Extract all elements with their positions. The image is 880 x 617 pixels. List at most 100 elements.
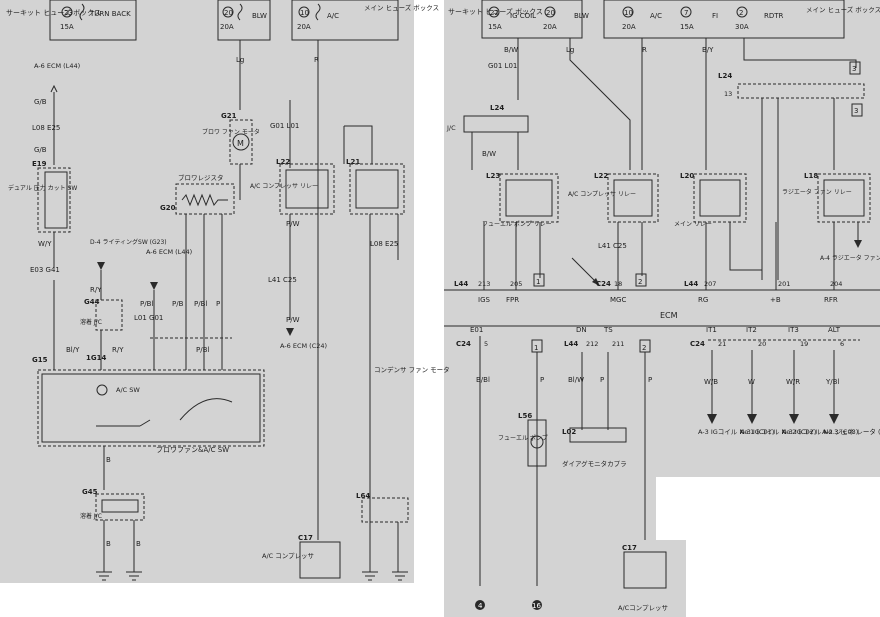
compressor-label-right: A/Cコンプレッサ <box>618 604 668 612</box>
svg-text:M: M <box>237 139 244 148</box>
ref-a6-l44-b: A-6 ECM (L44) <box>146 248 192 256</box>
ecm-bar: L44 213 205 C24 18 L44 207 201 204 IGS F… <box>444 280 880 327</box>
svg-text:Lg: Lg <box>236 56 244 64</box>
relay-l20 <box>693 173 747 223</box>
relay-l22-right <box>607 173 659 223</box>
conn-l44-bottom: L44 <box>564 340 578 348</box>
svg-text:B: B <box>106 540 111 548</box>
conn-e03-g41: E03 G41 <box>30 266 60 274</box>
ref-d4-g23: D-4 ライティングSW (G23) <box>90 238 167 246</box>
svg-text:P: P <box>600 376 604 384</box>
svg-text:G/B: G/B <box>34 98 47 106</box>
conn-g45: G45 <box>82 488 98 496</box>
right-relays: L23 フューエル ポンプ リレー L22 A/C コンプレッサ リレー L20… <box>482 172 871 228</box>
svg-text:21: 21 <box>718 340 726 348</box>
svg-text:212: 212 <box>586 340 598 348</box>
relay-l18-id: L18 <box>804 172 818 180</box>
right-l24-jc: L24 J/C B/W <box>446 104 529 170</box>
fuse-7-no: 7 <box>684 9 688 17</box>
blower-ac-switch: A/C SW ブロワファン&A/C SW B <box>37 369 265 490</box>
svg-text:Bl/W: Bl/W <box>568 376 584 384</box>
fuse-23-name: TURN BACK <box>89 10 131 18</box>
diag-id: L02 <box>562 428 576 436</box>
fuse-10-no: 10 <box>300 9 309 17</box>
dual-sw-label: デュアル 圧力 カット SW <box>8 184 77 192</box>
svg-text:R: R <box>314 56 319 64</box>
conn-l41-c25: L41 C25 <box>268 276 297 284</box>
svg-text:R/Y: R/Y <box>112 346 124 354</box>
fuse-20-no: 20 <box>224 9 233 17</box>
conn-g14: 1G14 <box>86 354 106 362</box>
svg-text:213: 213 <box>478 280 490 288</box>
conn-g15: G15 <box>32 356 48 364</box>
box-ref-1-top: 1 <box>536 278 540 286</box>
blower-motor-label: ブロワ ファン モータ <box>202 128 260 136</box>
left-page <box>0 0 414 583</box>
relay-l20-id: L20 <box>680 172 694 180</box>
fuse-20r-name: BLW <box>574 12 589 20</box>
svg-text:P/Bl: P/Bl <box>194 300 207 308</box>
fuse-10r-amp: 20A <box>622 23 636 31</box>
svg-text:201: 201 <box>778 280 790 288</box>
svg-text:20: 20 <box>758 340 766 348</box>
svg-text:13: 13 <box>724 90 732 98</box>
ground-16: 16 <box>532 602 541 610</box>
right-fuse-box: サーキット ヒューズ ボックス 22 15A IG COIL 20 20A BL… <box>448 0 880 39</box>
fuse-10r-name: A/C <box>650 12 662 20</box>
fuse-2-amp: 30A <box>735 23 749 31</box>
relay-l18-name: ラジエータ ファン リレー <box>782 188 852 196</box>
output-wire-1: W/B <box>704 378 718 386</box>
relay-l21 <box>349 163 405 215</box>
relay-l23-id: L23 <box>486 172 500 180</box>
output-ref-2: A-3 IGコイル No.2 (C02) <box>740 428 816 436</box>
fuse-2-no: 2 <box>739 9 743 17</box>
left-grounds: G45 溶着 J/C B B <box>80 488 145 581</box>
svg-text:R/Y: R/Y <box>90 286 102 294</box>
svg-text:P/Bl: P/Bl <box>140 300 153 308</box>
fuse-20r-amp: 20A <box>543 23 557 31</box>
ecm-it1: IT1 <box>706 326 717 334</box>
svg-text:P: P <box>648 376 652 384</box>
svg-text:B: B <box>136 540 141 548</box>
fuse-23-amp: 15A <box>60 23 74 31</box>
svg-text:19: 19 <box>800 340 808 348</box>
box-ref-2-top: 2 <box>638 278 642 286</box>
conn-l44-top-b: L44 <box>684 280 698 288</box>
fuse-10r-no: 10 <box>624 9 633 17</box>
conn-c17-right: C17 <box>622 544 637 552</box>
svg-text:Bl/Y: Bl/Y <box>66 346 80 354</box>
conn-l21: L21 <box>346 158 360 166</box>
conn-e19: E19 <box>32 160 47 168</box>
ecm-rfr: RFR <box>824 296 838 304</box>
ecm-igs: IGS <box>478 296 490 304</box>
box-ref-1-bottom: 1 <box>534 344 538 352</box>
ecm-ts: TS <box>603 326 613 334</box>
conn-c24-bottom-b: C24 <box>690 340 705 348</box>
ref-a6-l44: A-6 ECM (L44) <box>34 62 80 70</box>
blower-resistor-label: ブロワレジスタ <box>178 173 224 182</box>
ecm-alt: ALT <box>828 326 841 334</box>
svg-text:P/W: P/W <box>286 220 300 228</box>
ecm-plus-b: +B <box>770 296 781 304</box>
svg-text:W/Y: W/Y <box>38 240 52 248</box>
svg-text:P/Bl: P/Bl <box>196 346 209 354</box>
ecm-it3: IT3 <box>788 326 799 334</box>
conn-l08-e25: L08 E25 <box>32 124 60 132</box>
condenser-label: コンデンサ ファン モータ <box>374 365 450 374</box>
svg-text:P: P <box>216 300 220 308</box>
svg-text:P/B: P/B <box>172 300 184 308</box>
conn-l24-top: L24 <box>718 72 732 80</box>
svg-text:204: 204 <box>830 280 842 288</box>
ecm-rg: RG <box>698 296 708 304</box>
svg-text:B/W: B/W <box>482 150 496 158</box>
fuse-20-name: BLW <box>252 12 267 20</box>
right-main-fusebox-label: メイン ヒューズ ボックス <box>806 5 880 14</box>
output-wire-2: W <box>748 378 755 386</box>
relay-l18 <box>817 173 871 223</box>
svg-text:B/Y: B/Y <box>702 46 714 54</box>
svg-text:211: 211 <box>612 340 624 348</box>
relay-l22-id: L22 <box>594 172 608 180</box>
fuse-2-name: RDTR <box>764 12 784 20</box>
conn-c24-bottom: C24 <box>456 340 471 348</box>
